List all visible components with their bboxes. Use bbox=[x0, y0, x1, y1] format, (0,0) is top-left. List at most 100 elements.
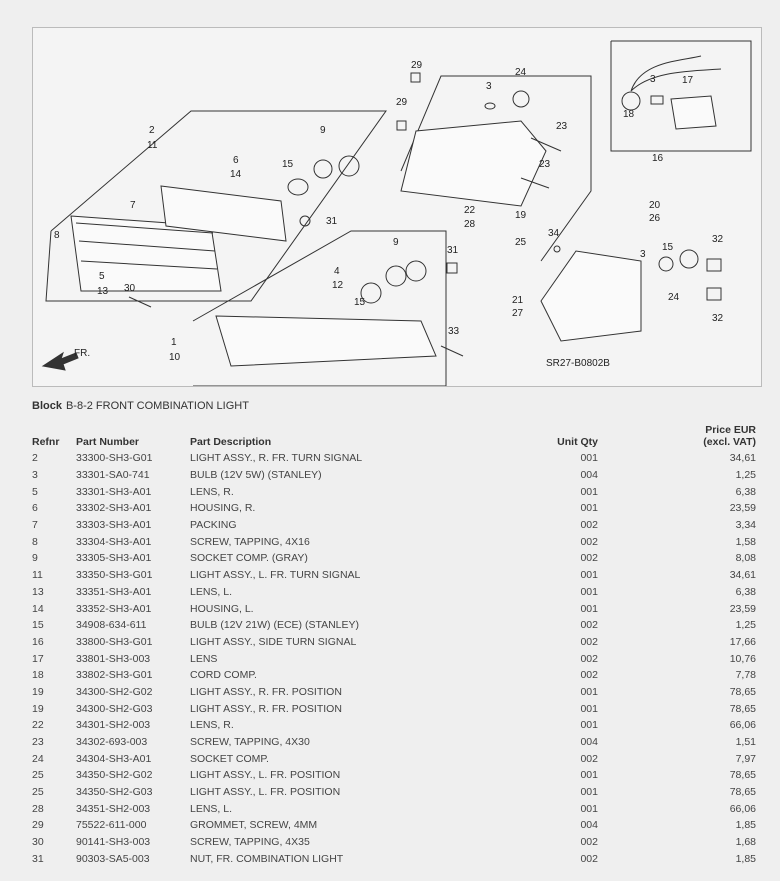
callout[interactable]: 2 bbox=[149, 125, 155, 136]
callout[interactable]: 19 bbox=[515, 210, 527, 221]
callout[interactable]: 24 bbox=[668, 292, 680, 303]
callout[interactable]: 5 bbox=[99, 271, 105, 282]
callout[interactable]: 30 bbox=[124, 283, 136, 294]
part-number-cell: 33351-SH3-A01 bbox=[76, 585, 152, 598]
unit-qty-cell: 001 bbox=[580, 702, 598, 715]
callout[interactable]: 20 bbox=[649, 200, 661, 211]
refnr-cell: 19 bbox=[32, 685, 44, 698]
description-cell: LENS, R. bbox=[190, 719, 234, 732]
description-cell: BULB (12V 5W) (STANLEY) bbox=[190, 469, 322, 482]
callout[interactable]: 29 bbox=[396, 97, 408, 108]
callout[interactable]: 11 bbox=[147, 140, 158, 151]
callout[interactable]: 12 bbox=[332, 280, 344, 291]
callout[interactable]: 18 bbox=[623, 109, 635, 120]
refnr-cell: 25 bbox=[32, 769, 44, 782]
refnr-cell: 2 bbox=[32, 452, 38, 465]
header-refnr: Refnr bbox=[32, 436, 60, 448]
header-description: Part Description bbox=[190, 436, 272, 448]
callout[interactable]: 4 bbox=[334, 266, 340, 277]
callout[interactable]: 23 bbox=[556, 121, 568, 132]
description-cell: LENS, L. bbox=[190, 585, 233, 598]
callout[interactable]: 25 bbox=[515, 237, 527, 248]
unit-qty-cell: 001 bbox=[580, 719, 598, 732]
callout[interactable]: 7 bbox=[130, 200, 136, 211]
part-number-cell: 34350-SH2-G02 bbox=[76, 769, 153, 782]
description-cell: HOUSING, R. bbox=[190, 502, 256, 515]
parts-diagram: FR. SR27-B0802B 2 11 9 6 14 15 7 8 31 5 … bbox=[32, 27, 762, 387]
callout[interactable]: 6 bbox=[233, 155, 239, 166]
callout[interactable]: 15 bbox=[354, 297, 366, 308]
refnr-cell: 28 bbox=[32, 802, 44, 815]
unit-qty-cell: 001 bbox=[580, 802, 598, 815]
price-cell: 7,97 bbox=[735, 752, 756, 765]
callout[interactable]: 33 bbox=[448, 326, 460, 337]
description-cell: LIGHT ASSY., SIDE TURN SIGNAL bbox=[190, 635, 357, 648]
part-number-cell: 33800-SH3-G01 bbox=[76, 635, 153, 648]
callout[interactable]: 22 bbox=[464, 205, 476, 216]
callout[interactable]: 27 bbox=[512, 308, 524, 319]
callout[interactable]: 3 bbox=[650, 74, 656, 85]
callout[interactable]: 8 bbox=[54, 230, 60, 241]
refnr-cell: 23 bbox=[32, 736, 44, 749]
header-part-number: Part Number bbox=[76, 436, 140, 448]
description-cell: HOUSING, L. bbox=[190, 602, 254, 615]
callout[interactable]: 17 bbox=[682, 75, 694, 86]
callout[interactable]: 26 bbox=[649, 213, 661, 224]
callout[interactable]: 32 bbox=[712, 234, 724, 245]
description-cell: LENS bbox=[190, 652, 218, 665]
callout[interactable]: 34 bbox=[548, 228, 560, 239]
callout[interactable]: 15 bbox=[282, 159, 294, 170]
callout[interactable]: 14 bbox=[230, 169, 242, 180]
callout[interactable]: 16 bbox=[652, 153, 664, 164]
part-number-cell: 34301-SH2-003 bbox=[76, 719, 151, 732]
callout[interactable]: 10 bbox=[169, 352, 181, 363]
callout[interactable]: 21 bbox=[512, 295, 524, 306]
refnr-cell: 31 bbox=[32, 852, 44, 865]
refnr-cell: 29 bbox=[32, 819, 44, 832]
callout[interactable]: 3 bbox=[486, 81, 492, 92]
callout[interactable]: 9 bbox=[393, 237, 399, 248]
callout[interactable]: 32 bbox=[712, 313, 724, 324]
description-cell: GROMMET, SCREW, 4MM bbox=[190, 819, 318, 832]
refnr-cell: 18 bbox=[32, 669, 44, 682]
callout[interactable]: 29 bbox=[411, 60, 423, 71]
callout[interactable]: 13 bbox=[97, 286, 109, 297]
callout[interactable]: 23 bbox=[539, 159, 551, 170]
unit-qty-cell: 004 bbox=[580, 736, 598, 749]
callout[interactable]: 24 bbox=[515, 67, 527, 78]
callout[interactable]: 15 bbox=[662, 242, 674, 253]
callout[interactable]: 9 bbox=[320, 125, 326, 136]
callout[interactable]: 28 bbox=[464, 219, 476, 230]
callout[interactable]: 1 bbox=[171, 337, 177, 348]
callout[interactable]: 3 bbox=[640, 249, 646, 260]
price-cell: 17,66 bbox=[729, 635, 756, 648]
callout[interactable]: 31 bbox=[447, 245, 459, 256]
callout[interactable]: 31 bbox=[326, 216, 338, 227]
unit-qty-cell: 001 bbox=[580, 585, 598, 598]
